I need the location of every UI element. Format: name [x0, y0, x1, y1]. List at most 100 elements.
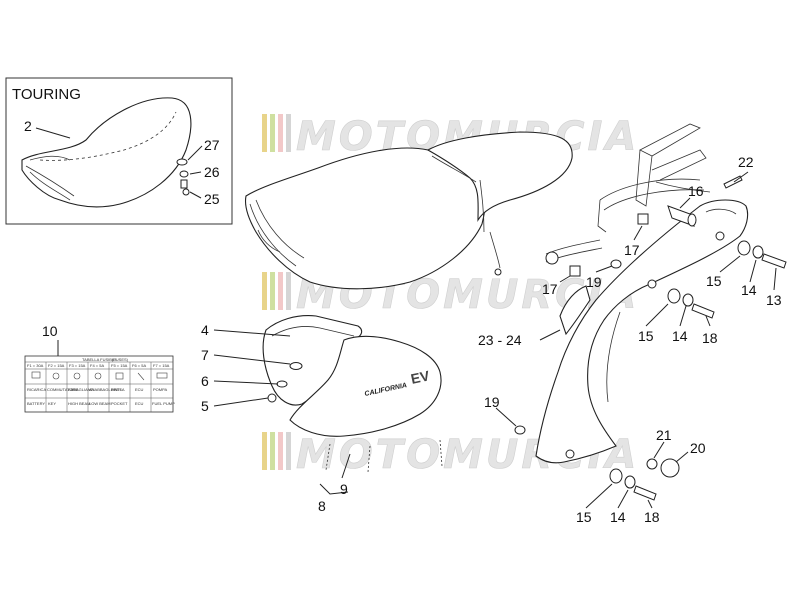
label-14: 14 [741, 282, 757, 298]
label-18: 18 [702, 330, 718, 346]
hardware-row-top [737, 240, 787, 269]
hardware-row-bottom [609, 468, 657, 501]
fuse-header: F1 = 30A [27, 363, 44, 368]
fuse-header: F2 = 15A [48, 363, 65, 368]
label-2: 2 [24, 118, 32, 134]
label-13: 13 [766, 292, 782, 308]
leader-14b [679, 305, 687, 327]
fuse-row2-cell: ECU [135, 401, 144, 406]
leader-8 [319, 483, 349, 495]
fuse-table-title: TABELLA FUSIBILI [82, 357, 116, 362]
leader-22 [733, 171, 749, 183]
fuse-row1-cell: ANABBAGLIANTI [89, 387, 121, 392]
label-25: 25 [204, 191, 220, 207]
watermark-stripe [270, 272, 275, 310]
watermark-stripe [270, 114, 275, 152]
hardware-16 [667, 205, 697, 227]
fuse-icons [31, 371, 168, 381]
label-19: 19 [586, 274, 602, 290]
watermark-stripe [262, 114, 267, 152]
leader-9 [341, 453, 351, 479]
label-26: 26 [204, 164, 220, 180]
watermark-stripe [286, 114, 291, 152]
fuse-row2-cell: KEY [48, 401, 56, 406]
leader-17a [633, 225, 643, 241]
side-panel-9: CALIFORNIA EV [289, 335, 443, 473]
fuse-row2-cell: POCKET [111, 401, 128, 406]
watermark-stripe [278, 114, 283, 152]
fuse-row2-cell: BATTERY [27, 401, 45, 406]
touring-seat [21, 97, 192, 208]
leader-17b [559, 275, 571, 283]
leader-6 [213, 380, 279, 385]
label-19: 19 [484, 394, 500, 410]
label-4: 4 [201, 322, 209, 338]
hardware-small-left [267, 362, 303, 403]
label-6: 6 [201, 373, 209, 389]
leader-19b [495, 407, 517, 427]
fuse-header: F6 = 5A [132, 363, 146, 368]
label-18: 18 [644, 509, 660, 525]
hardware-19 [514, 259, 622, 435]
label-20: 20 [690, 440, 706, 456]
watermark-stripe [262, 432, 267, 470]
fuse-row2-cell: LOW BEAM [89, 401, 111, 406]
leader-2 [35, 127, 71, 139]
label-9: 9 [340, 481, 348, 497]
watermark-stripe [286, 432, 291, 470]
part-23-24 [559, 285, 591, 336]
leader-14a [749, 259, 757, 283]
leader-7 [213, 354, 291, 365]
fuse-row1-cell: ABBAGLIANTI [68, 387, 94, 392]
leader-14c [617, 489, 629, 509]
fuse-row1-cell: ECU [135, 387, 144, 392]
leader-23-24 [539, 329, 561, 341]
fuse-header: F5 = 15A [111, 363, 128, 368]
watermark-stripe [278, 272, 283, 310]
leader-26 [189, 171, 202, 175]
leader-19a [595, 265, 613, 273]
label-27: 27 [204, 137, 220, 153]
label-8: 8 [318, 498, 326, 514]
leader-16 [679, 197, 691, 209]
leader-15a [719, 255, 741, 273]
leader-5 [213, 397, 269, 407]
label-14: 14 [672, 328, 688, 344]
hardware-17-clips [569, 213, 649, 277]
label-17: 17 [624, 242, 640, 258]
label-17: 17 [542, 281, 558, 297]
leader-18b [647, 499, 653, 509]
leader-27 [187, 145, 203, 161]
watermark-stripe [262, 272, 267, 310]
panel-badge-suffix: EV [409, 367, 431, 387]
label-22: 22 [738, 154, 754, 170]
leader-21 [653, 441, 665, 459]
label-23-24: 23 - 24 [478, 332, 522, 348]
main-seat [244, 131, 573, 290]
hardware-20-21 [646, 458, 680, 478]
label-10: 10 [42, 323, 58, 339]
side-bracket [535, 199, 749, 464]
frame-section [545, 123, 711, 265]
touring-inset-title: TOURING [12, 86, 81, 103]
watermark-stripe [286, 272, 291, 310]
label-5: 5 [201, 398, 209, 414]
fuse-header: F3 = 15A [69, 363, 86, 368]
fuse-header: F4 = 5A [90, 363, 104, 368]
leader-20 [675, 451, 689, 463]
label-15: 15 [638, 328, 654, 344]
label-16: 16 [688, 183, 704, 199]
fuse-row1-cell: COMMUTATORE [47, 387, 78, 392]
label-7: 7 [201, 347, 209, 363]
fuse-row1-cell: PRESA [111, 387, 125, 392]
fuse-table-subtitle: (FUSES) [112, 357, 129, 362]
leader-25 [189, 191, 202, 199]
fuse-row2-cell: FUEL PUMP [152, 401, 175, 406]
label-15: 15 [706, 273, 722, 289]
leader-4 [213, 329, 291, 337]
leader-15c [585, 483, 613, 509]
label-21: 21 [656, 427, 672, 443]
label-15: 15 [576, 509, 592, 525]
